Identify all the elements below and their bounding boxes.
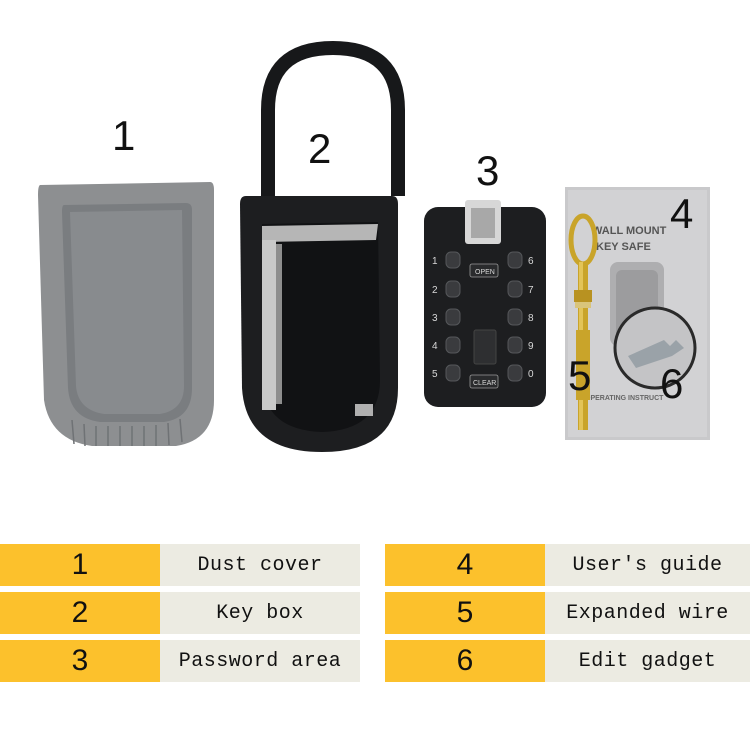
callout-6: 6 (660, 360, 683, 407)
legend-number: 2 (0, 592, 160, 634)
legend-text: User's guide (545, 544, 750, 586)
keypad-open-label: OPEN (475, 269, 495, 276)
keypad-digit: 6 (528, 256, 534, 267)
legend-row-3: 3 Password area (0, 640, 360, 682)
legend-row-2: 2 Key box (0, 592, 360, 634)
callout-4: 4 (670, 190, 693, 237)
legend-row-6: 6 Edit gadget (385, 640, 750, 682)
legend-row-5: 5 Expanded wire (385, 592, 750, 634)
callout-2: 2 (308, 125, 331, 172)
legend-row-1: 1 Dust cover (0, 544, 360, 586)
keypad-digit: 5 (432, 369, 438, 380)
keypad-illustration: 1 2 3 4 5 6 7 8 9 0 OPEN CLEAR (424, 200, 546, 407)
keypad-digit: 2 (432, 285, 438, 296)
keypad-digit: 3 (432, 313, 438, 324)
dust-cover-illustration (38, 182, 214, 447)
keypad-digit: 8 (528, 313, 534, 324)
callout-3: 3 (476, 147, 499, 194)
expansion-bolt-illustration (568, 213, 598, 430)
guide-title-line1: WALL MOUNT (592, 225, 667, 237)
legend-number: 4 (385, 544, 545, 586)
keypad-digit: 4 (432, 341, 438, 352)
keypad-digit: 0 (528, 369, 534, 380)
key-box-illustration (240, 40, 405, 452)
callout-5: 5 (568, 352, 591, 399)
keypad-digit: 7 (528, 285, 534, 296)
legend-number: 6 (385, 640, 545, 682)
legend-number: 3 (0, 640, 160, 682)
parts-legend: 1 Dust cover 2 Key box 3 Password area 4… (0, 540, 750, 690)
legend-text: Key box (160, 592, 360, 634)
guide-title-line2: KEY SAFE (596, 241, 651, 253)
callout-1: 1 (112, 112, 135, 159)
guide-footer-text: OPERATING INSTRUCT (585, 395, 664, 402)
legend-number: 5 (385, 592, 545, 634)
keypad-clear-label: CLEAR (473, 380, 496, 387)
legend-text: Password area (160, 640, 360, 682)
keypad-digit: 1 (432, 256, 438, 267)
legend-row-4: 4 User's guide (385, 544, 750, 586)
keypad-digit: 9 (528, 341, 534, 352)
legend-number: 1 (0, 544, 160, 586)
legend-text: Dust cover (160, 544, 360, 586)
product-photo: 1 2 3 4 5 6 7 8 9 0 OPEN CLEAR WALL MOUN… (38, 40, 710, 452)
legend-text: Expanded wire (545, 592, 750, 634)
legend-text: Edit gadget (545, 640, 750, 682)
